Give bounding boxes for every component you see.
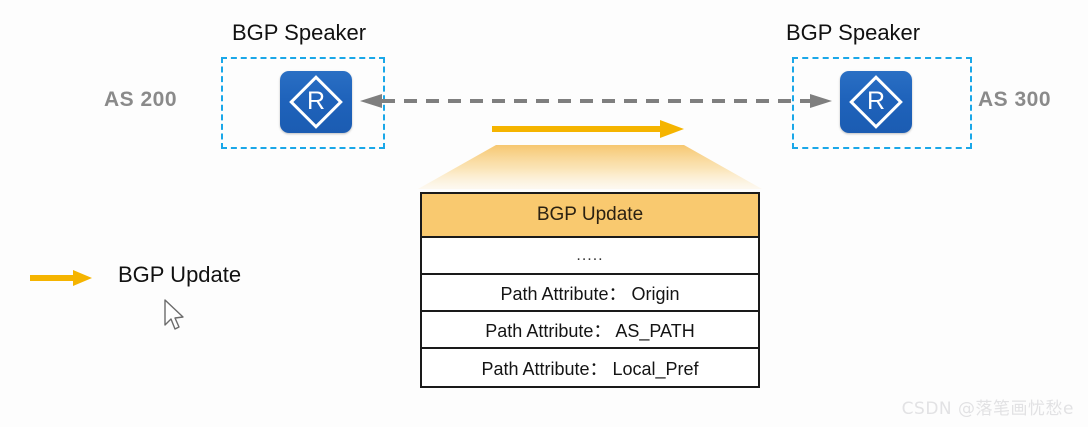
- mouse-cursor-icon: [164, 299, 184, 330]
- router-icon-right: R: [840, 71, 912, 133]
- legend-label-bgp-update: BGP Update: [118, 262, 242, 287]
- bgp-update-packet-table: BGP Update ..... Path Attribute： Origin …: [420, 192, 760, 388]
- csdn-watermark: CSDN @落笔画忧愁e: [901, 399, 1074, 419]
- as-label-right: AS 300: [978, 88, 1052, 111]
- as-label-left: AS 200: [104, 88, 178, 111]
- bgp-speaker-label-right: BGP Speaker: [786, 20, 921, 45]
- packet-table-header: BGP Update: [422, 194, 758, 238]
- packet-funnel-connector: [418, 145, 762, 189]
- bgp-speaker-label-left: BGP Speaker: [232, 20, 367, 45]
- bgp-update-arrow-icon: [492, 120, 684, 138]
- packet-table-row-as-path: Path Attribute： AS_PATH: [422, 312, 758, 349]
- legend-arrow-icon: [30, 270, 92, 286]
- router-icon-left: R: [280, 71, 352, 133]
- packet-table-row-local-pref: Path Attribute： Local_Pref: [481, 358, 699, 379]
- bgp-session-bidirectional-arrow-icon: [360, 94, 832, 108]
- as-boundary-box-right: [792, 57, 972, 149]
- packet-table-row-origin: Path Attribute： Origin: [422, 275, 758, 312]
- packet-table-row-ellipsis: .....: [422, 238, 758, 275]
- router-letter-right: R: [866, 87, 886, 115]
- router-letter-left: R: [306, 87, 326, 115]
